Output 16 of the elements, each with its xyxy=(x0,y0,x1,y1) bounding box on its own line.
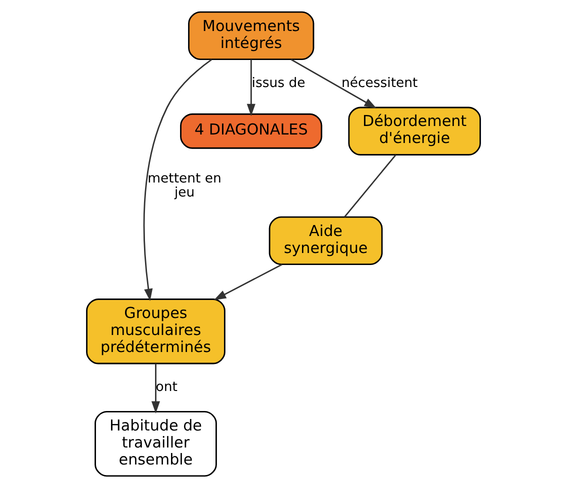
connector xyxy=(344,154,396,218)
edge-label: nécessitent xyxy=(341,76,418,91)
arrow xyxy=(290,58,376,108)
arrow xyxy=(142,58,212,302)
node-box: Habitude de travailler ensemble xyxy=(94,410,216,477)
node-box: Débordement d'énergie xyxy=(348,106,480,156)
arrow xyxy=(246,60,255,116)
node-box: Groupes musculaires prédéterminés xyxy=(86,298,225,364)
arrow xyxy=(213,264,282,300)
edge-label: issus de xyxy=(251,76,305,91)
edge-label: ont xyxy=(155,380,177,396)
node-box: Aide synergique xyxy=(268,216,382,266)
edge-label: mettent en jeu xyxy=(147,171,221,200)
node-box: 4 DIAGONALES xyxy=(180,113,322,149)
node-box: Mouvements intégrés xyxy=(188,11,314,60)
arrow xyxy=(150,364,160,414)
